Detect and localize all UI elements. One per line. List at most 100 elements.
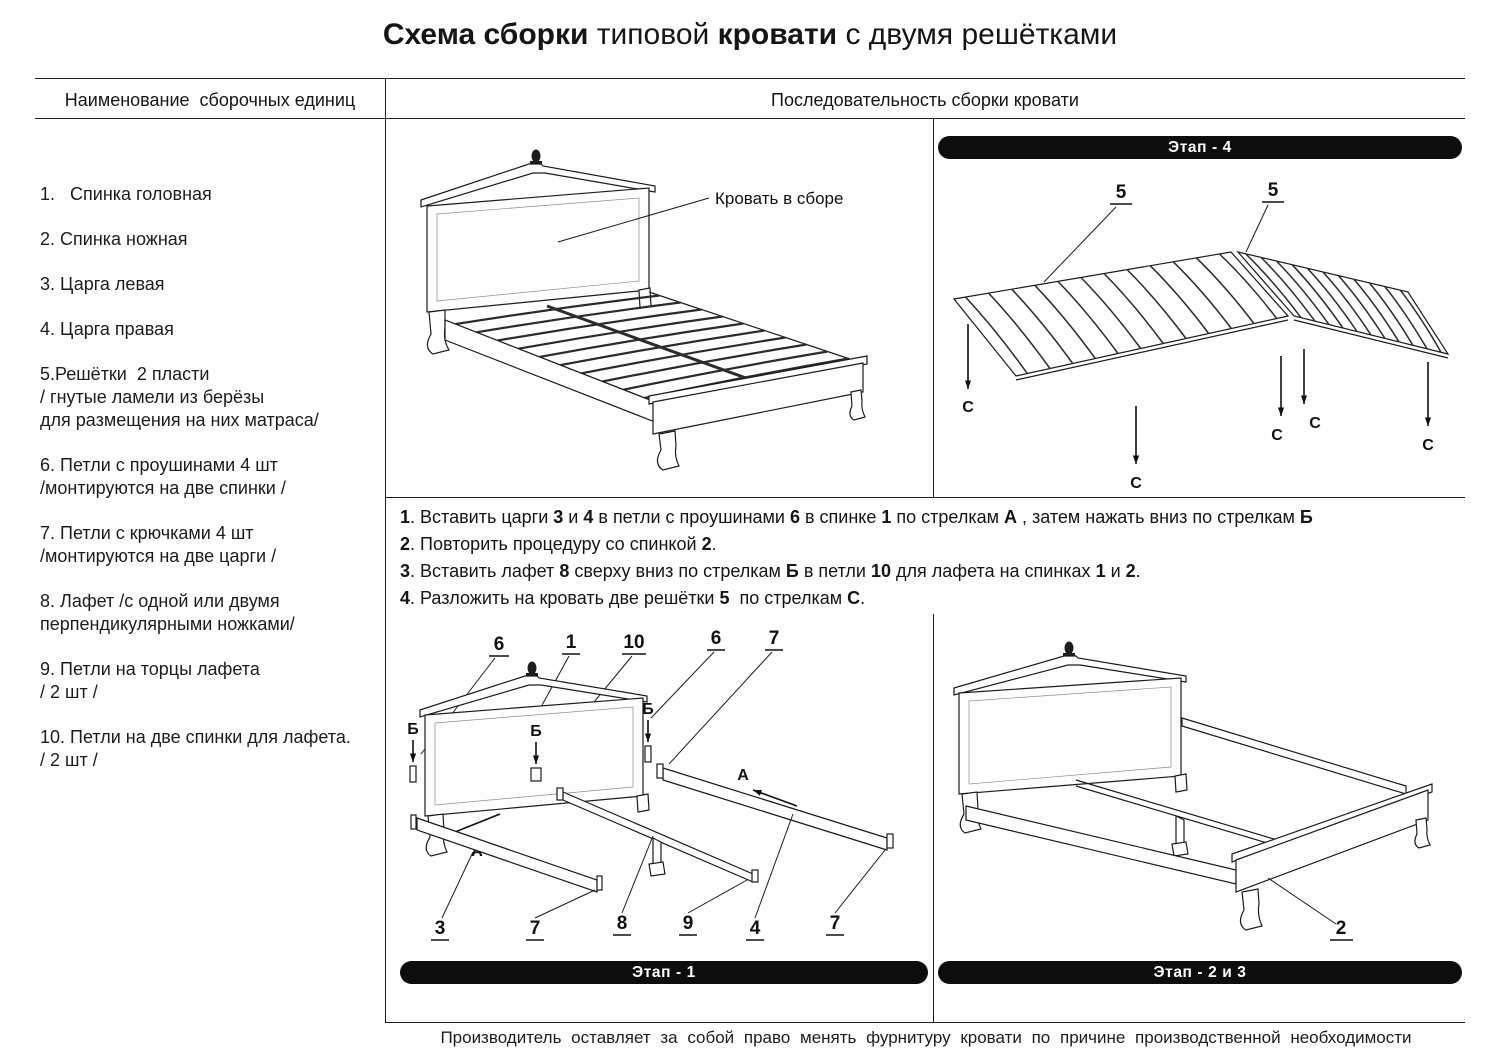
text: по стрелкам — [729, 588, 848, 608]
page-title: Схема сборки типовой кровати с двумя реш… — [0, 18, 1500, 52]
text: в петли — [798, 561, 871, 581]
text: . Повторить процедуру со спинкой — [410, 534, 702, 554]
finial-ornament — [527, 661, 537, 675]
assembly-instructions: 1. Вставить царги 3 и 4 в петли с проуши… — [400, 504, 1462, 612]
footboard-leg — [1414, 817, 1431, 849]
sequence-column-header: Последовательность сборки кровати — [771, 90, 1079, 110]
bold-text: 1 — [881, 507, 892, 527]
part-item-line: 9. Петли на торцы лафета — [40, 659, 260, 679]
lafet-foot — [648, 861, 666, 877]
text: . — [711, 534, 717, 554]
slat-line — [1353, 278, 1400, 343]
text: . Разложить на кровать две решётки — [410, 588, 720, 608]
slat-line — [988, 292, 1051, 369]
text: в петли с проушинами — [593, 507, 790, 527]
lafet-beam — [1075, 785, 1285, 849]
callout-10: 10 — [623, 632, 644, 653]
hook-plate — [596, 875, 603, 891]
part-item: 5.Решётки 2 пласти/ гнутые ламели из бер… — [40, 363, 385, 432]
bold-text: 6 — [789, 507, 800, 527]
callout-9: 9 — [683, 913, 694, 934]
headboard-leg — [1174, 773, 1188, 793]
slat-line — [1011, 288, 1074, 364]
callout-5-left: 5 — [1116, 182, 1127, 203]
text: в спинке — [799, 507, 882, 527]
side-rail-left-part — [410, 814, 603, 893]
eyelet-hinge — [644, 745, 652, 763]
center-rail — [546, 304, 758, 384]
slat-line — [1245, 253, 1302, 319]
slat-line — [1322, 271, 1372, 336]
slat-line — [1195, 257, 1255, 324]
arrow-label-b: Б — [530, 723, 542, 740]
part-item: 10. Петли на две спинки для лафета./ 2 ш… — [40, 726, 385, 772]
footboard-leg — [1239, 888, 1263, 931]
slat-line — [1103, 272, 1164, 344]
callout-8: 8 — [617, 913, 628, 934]
hook-plate — [410, 814, 417, 830]
part-item: 9. Петли на торцы лафета/ 2 шт / — [40, 658, 385, 704]
divider — [385, 497, 1465, 498]
bed-base — [444, 291, 860, 423]
leader-line — [687, 879, 748, 914]
part-item-line: перпендикулярными ножками/ — [40, 614, 295, 634]
callout-1: 1 — [566, 632, 577, 653]
part-item: 4. Царга правая — [40, 318, 385, 341]
bed-frame-diagram: 2 — [953, 641, 1433, 941]
leader-line — [621, 835, 654, 914]
text: и — [1105, 561, 1126, 581]
bold-text: С — [847, 588, 861, 608]
leader-line — [1245, 204, 1269, 253]
slat-line — [1126, 269, 1187, 339]
finial-ornament — [531, 149, 541, 163]
exploded-parts-diagram: 6 1 10 6 7 Б — [407, 628, 894, 941]
leader-line — [668, 651, 773, 765]
callout-7-bottom-right: 7 — [830, 913, 841, 934]
part-item-line: 5.Решётки 2 пласти — [40, 364, 210, 384]
divider — [35, 78, 1465, 79]
arrowhead — [1424, 417, 1432, 426]
part-item: 8. Лафет /с одной или двумя перпендикуляр… — [40, 590, 385, 636]
bold-text: 1 — [400, 507, 411, 527]
part-item-line: 8. Лафет /с одной или двумя — [40, 591, 280, 611]
callout-6-left: 6 — [494, 634, 505, 655]
stage23-banner: Этап - 2 и 3 — [938, 961, 1462, 984]
leader-line — [754, 813, 794, 919]
divider — [933, 118, 934, 497]
slat-line — [1080, 276, 1142, 349]
part-item: 3. Царга левая — [40, 273, 385, 296]
part-item: 6. Петли с проушинами 4 шт/монтируются н… — [40, 454, 385, 500]
bold-text: 5 — [719, 588, 730, 608]
arrowhead — [409, 753, 417, 762]
text: по стрелкам — [891, 507, 1004, 527]
bold-text: Б — [1299, 507, 1313, 527]
headboard-part — [409, 661, 652, 857]
bold-text: 2 — [701, 534, 712, 554]
part-item-line: 1. Спинка головная — [40, 184, 212, 204]
callout-5-right: 5 — [1268, 180, 1279, 201]
bold-text: 3 — [553, 507, 564, 527]
bold-text: 2 — [1125, 561, 1136, 581]
text: . Вставить царги — [410, 507, 554, 527]
slat-line — [1218, 253, 1278, 319]
slat-line — [1306, 267, 1358, 332]
lafet-hinge — [530, 767, 542, 782]
part-item-line: 10. Петли на две спинки для лафета. — [40, 727, 351, 747]
part-item: 7. Петли с крючками 4 шт/монтируются на … — [40, 522, 385, 568]
slat-line — [1034, 284, 1096, 359]
callout-labels-bottom: 3 7 8 9 4 7 — [431, 813, 886, 941]
callout-7-bottom-left: 7 — [530, 918, 541, 939]
finial-ornament — [1064, 641, 1074, 655]
arrow-label-c: С — [1271, 427, 1283, 444]
instruction-line: 3. Вставить лафет 8 сверху вниз по стрел… — [400, 558, 1462, 585]
part-item: 2. Спинка ножная — [40, 228, 385, 251]
instruction-line: 4. Разложить на кровать две решётки 5 по… — [400, 585, 1462, 612]
part-item-line: 4. Царга правая — [40, 319, 174, 339]
lafet-beam — [1075, 779, 1285, 843]
bold-text: 4 — [583, 507, 594, 527]
instruction-line: 2. Повторить процедуру со спинкой 2. — [400, 531, 1462, 558]
callout-2: 2 — [1336, 918, 1347, 939]
arrow-label-c: С — [1422, 437, 1434, 454]
callout-4: 4 — [750, 918, 761, 939]
